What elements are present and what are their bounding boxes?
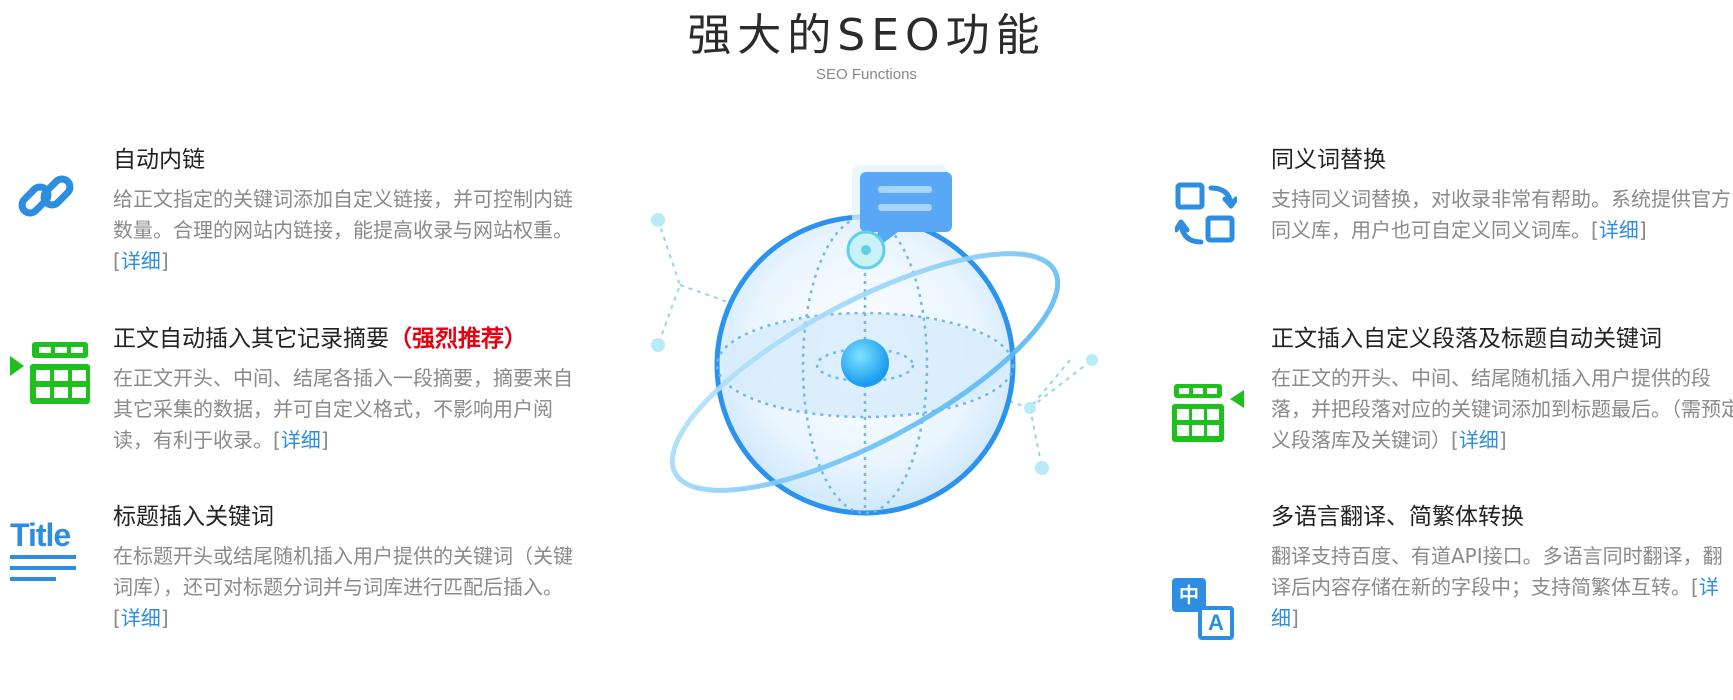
- feature-insert-summary: 正文自动插入其它记录摘要（强烈推荐） 在正文开头、中间、结尾各插入一段摘要，摘要…: [113, 323, 583, 456]
- feature-description: 在标题开头或结尾随机插入用户提供的关键词（关键词库），还可对标题分词并与词库进行…: [113, 544, 573, 630]
- insert-grid-left-icon: [10, 342, 90, 404]
- feature-title: 标题插入关键词: [113, 504, 274, 530]
- recommend-badge: （强烈推荐）: [389, 326, 527, 352]
- feature-description: 在正文的开头、中间、结尾随机插入用户提供的段落，并把段落对应的关键词添加到标题最…: [1271, 366, 1733, 452]
- detail-link[interactable]: 详细: [1598, 218, 1639, 242]
- feature-synonym-replace: 同义词替换 支持同义词替换，对收录非常有帮助。系统提供官方同义库，用户也可自定义…: [1271, 144, 1733, 246]
- feature-description: 支持同义词替换，对收录非常有帮助。系统提供官方同义库，用户也可自定义同义词库。[…: [1271, 187, 1731, 242]
- translate-zh-char: 中: [1179, 583, 1199, 607]
- translate-zh-a-icon: 中 A: [1172, 578, 1236, 642]
- feature-title: 自动内链: [113, 147, 205, 173]
- feature-description: 在正文开头、中间、结尾各插入一段摘要，摘要来自其它采集的数据，并可自定义格式，不…: [113, 366, 573, 452]
- feature-title-keywords: 标题插入关键词 在标题开头或结尾随机插入用户提供的关键词（关键词库），还可对标题…: [113, 501, 583, 634]
- feature-insert-paragraph: 正文插入自定义段落及标题自动关键词 在正文的开头、中间、结尾随机插入用户提供的段…: [1271, 323, 1733, 456]
- insert-grid-right-icon: [1172, 384, 1244, 442]
- detail-link[interactable]: 详细: [280, 428, 321, 452]
- feature-title: 正文插入自定义段落及标题自动关键词: [1271, 326, 1662, 352]
- feature-description: 给正文指定的关键词添加自定义链接，并可控制内链数量。合理的网站内链接，能提高收录…: [113, 187, 573, 273]
- translate-a-char: A: [1208, 610, 1224, 635]
- section-title: 强大的SEO功能: [687, 10, 1046, 61]
- detail-link[interactable]: 详细: [1458, 428, 1499, 452]
- swap-squares-icon: [1175, 182, 1237, 245]
- section-subtitle: SEO Functions: [816, 66, 917, 83]
- feature-description: 翻译支持百度、有道API接口。多语言同时翻译，翻译后内容存储在新的字段中；支持简…: [1271, 544, 1723, 630]
- detail-link[interactable]: 详细: [120, 606, 161, 630]
- feature-title: 正文自动插入其它记录摘要（强烈推荐）: [113, 326, 527, 352]
- title-text-icon: Title: [10, 518, 80, 588]
- detail-link[interactable]: 详细: [1271, 575, 1719, 630]
- feature-title: 同义词替换: [1271, 147, 1386, 173]
- chain-link-icon: [18, 175, 74, 217]
- title-icon-text: Title: [10, 517, 71, 553]
- feature-title: 多语言翻译、简繁体转换: [1271, 504, 1524, 530]
- feature-translate: 多语言翻译、简繁体转换 翻译支持百度、有道API接口。多语言同时翻译，翻译后内容…: [1271, 501, 1733, 634]
- detail-link[interactable]: 详细: [120, 249, 161, 273]
- feature-auto-internal-link: 自动内链 给正文指定的关键词添加自定义链接，并可控制内链数量。合理的网站内链接，…: [113, 144, 583, 277]
- globe-illustration: [651, 165, 1098, 516]
